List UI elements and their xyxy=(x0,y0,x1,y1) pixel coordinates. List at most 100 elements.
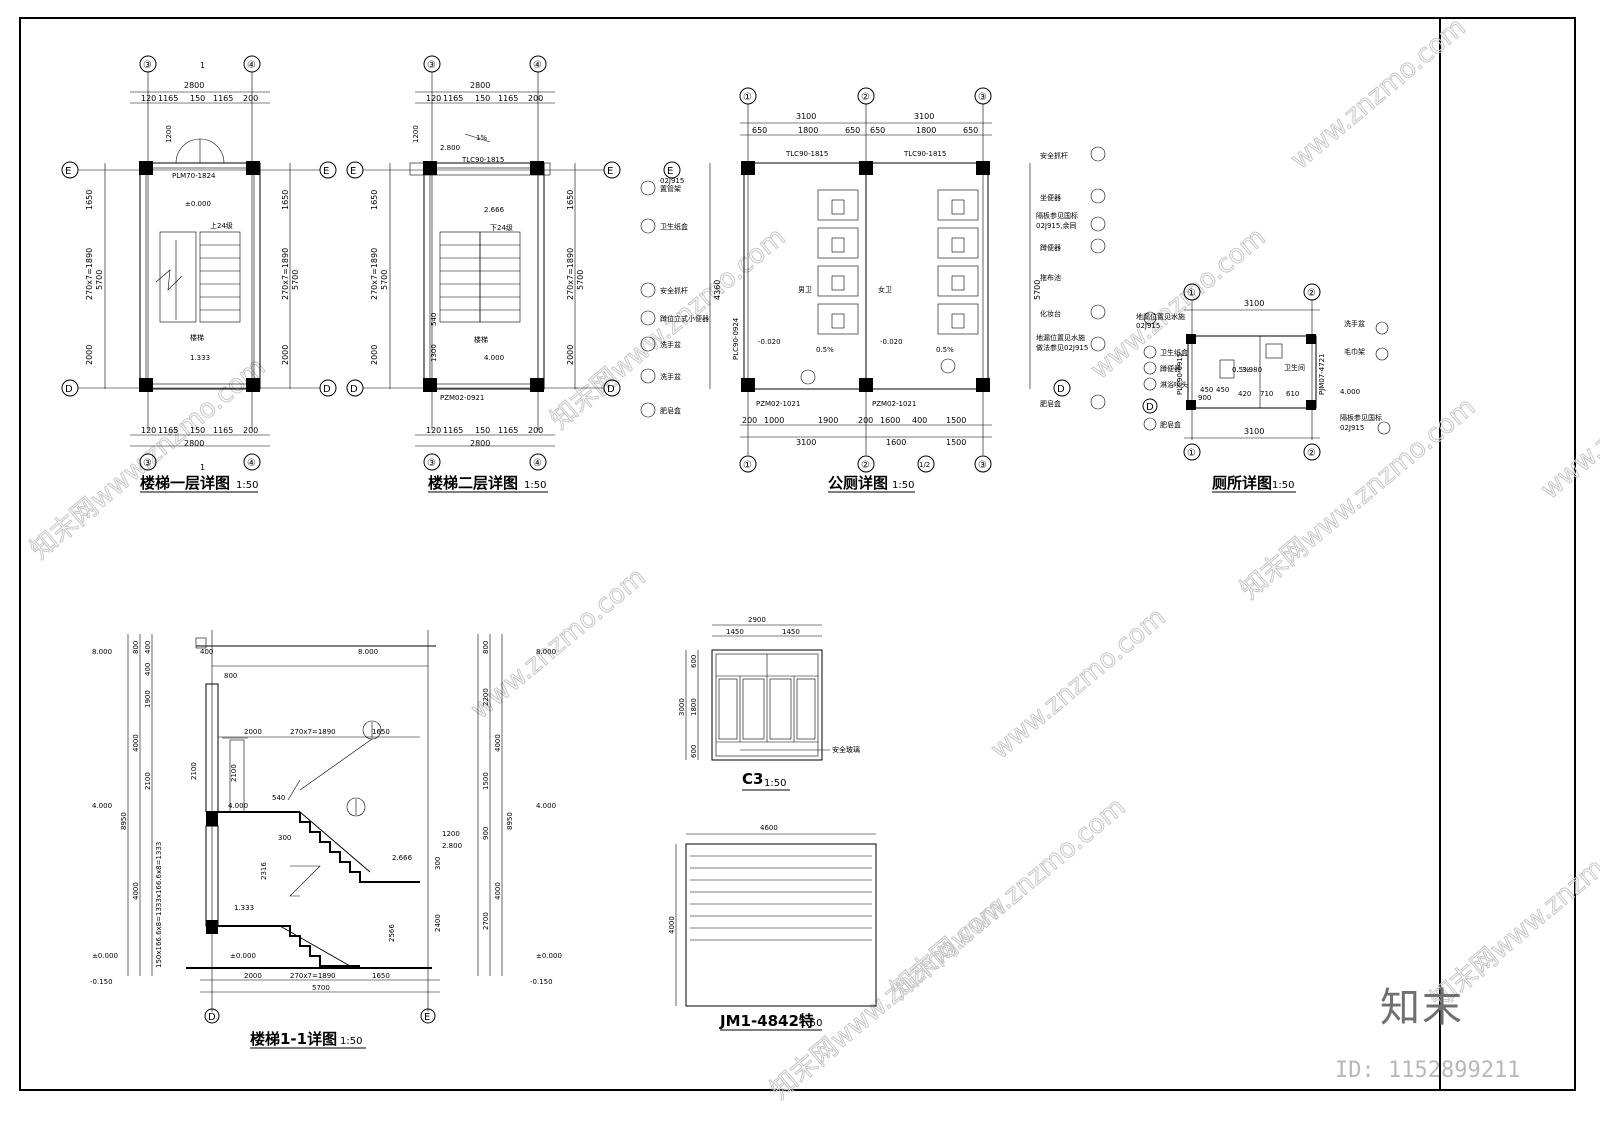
svg-text:±0.000: ±0.000 xyxy=(92,952,118,960)
svg-text:E: E xyxy=(65,166,71,177)
svg-text:4000: 4000 xyxy=(132,882,140,900)
svg-text:②: ② xyxy=(861,92,870,103)
svg-text:安全抓杆: 安全抓杆 xyxy=(1040,151,1068,160)
svg-text:200: 200 xyxy=(742,416,757,425)
svg-text:①: ① xyxy=(1187,448,1196,459)
svg-text:2100: 2100 xyxy=(190,762,198,780)
svg-text:蹲便器: 蹲便器 xyxy=(1040,243,1061,252)
stair1-door: PLM70-1824 xyxy=(172,172,216,180)
svg-text:做法参见02J915: 做法参见02J915 xyxy=(1036,343,1088,352)
svg-text:4360: 4360 xyxy=(713,280,722,300)
svg-text:120: 120 xyxy=(141,426,156,435)
stair-section-title: 楼梯1-1详图 xyxy=(250,1030,337,1048)
svg-text:1.333: 1.333 xyxy=(234,904,254,912)
svg-text:1165: 1165 xyxy=(498,94,518,103)
svg-text:E: E xyxy=(424,1012,430,1023)
svg-text:400: 400 xyxy=(144,663,152,676)
svg-text:300: 300 xyxy=(278,834,291,842)
svg-text:2000: 2000 xyxy=(566,345,575,365)
svg-text:270x7=1890: 270x7=1890 xyxy=(290,728,336,736)
watermark-text: www.znzmo.com xyxy=(985,602,1171,765)
svg-text:1650: 1650 xyxy=(372,728,390,736)
svg-text:D: D xyxy=(607,384,615,395)
door-jm1: 4600 4000 JM1-4842特 1:50 xyxy=(668,824,877,1031)
svg-text:450: 450 xyxy=(1200,386,1213,394)
stair1-landing: 1.333 xyxy=(190,354,210,362)
svg-text:蹲便器: 蹲便器 xyxy=(1160,364,1181,373)
svg-text:02J915: 02J915 xyxy=(1136,322,1160,330)
svg-text:4.000: 4.000 xyxy=(92,802,112,810)
svg-text:900: 900 xyxy=(1198,394,1211,402)
svg-text:E: E xyxy=(350,166,356,177)
svg-text:150: 150 xyxy=(475,94,490,103)
svg-text:800: 800 xyxy=(482,641,490,654)
svg-text:4.000: 4.000 xyxy=(1340,388,1360,396)
stair-plan-1-title: 楼梯一层详图 xyxy=(140,474,230,492)
svg-text:0.5%: 0.5% xyxy=(936,346,954,354)
svg-text:1500: 1500 xyxy=(946,416,966,425)
svg-text:420: 420 xyxy=(1238,390,1251,398)
svg-text:③: ③ xyxy=(978,92,987,103)
svg-text:蹲位立式小便器: 蹲位立式小便器 xyxy=(660,314,709,323)
watermark-layer: 知末网www.znzmo.comwww.znzmo.com知末网www.znzm… xyxy=(25,12,1600,1106)
svg-text:4600: 4600 xyxy=(760,824,778,832)
svg-text:800: 800 xyxy=(224,672,237,680)
svg-text:2900: 2900 xyxy=(748,616,766,624)
svg-text:隔板参见国标: 隔板参见国标 xyxy=(1340,413,1382,422)
svg-text:02J915,余同: 02J915,余同 xyxy=(1036,221,1077,230)
svg-text:270x7=1890: 270x7=1890 xyxy=(566,248,575,300)
svg-text:2100: 2100 xyxy=(230,764,238,782)
svg-text:1900: 1900 xyxy=(144,690,152,708)
svg-text:2000: 2000 xyxy=(370,345,379,365)
stair-plan-1: ③ ④ 2800 120 1165 150 1165 200 1 1200 PL… xyxy=(61,55,337,493)
svg-text:3100: 3100 xyxy=(914,112,934,121)
svg-text:3100: 3100 xyxy=(1244,299,1264,308)
svg-text:710: 710 xyxy=(1260,390,1273,398)
svg-text:④: ④ xyxy=(533,60,542,71)
svg-text:3000: 3000 xyxy=(678,698,686,716)
svg-text:PLC90-0915: PLC90-0915 xyxy=(1176,353,1184,395)
svg-text:1800: 1800 xyxy=(798,126,818,135)
svg-text:650: 650 xyxy=(752,126,767,135)
svg-text:D: D xyxy=(1057,384,1065,395)
svg-text:④: ④ xyxy=(247,458,256,469)
svg-text:D: D xyxy=(208,1012,216,1023)
image-id: ID: 1152899211 xyxy=(1335,1058,1521,1083)
svg-text:1/2: 1/2 xyxy=(919,461,930,469)
svg-text:PJM07-4721: PJM07-4721 xyxy=(1318,353,1326,395)
svg-text:1165: 1165 xyxy=(498,426,518,435)
stair1-top-total: 2800 xyxy=(184,81,204,90)
svg-text:1650: 1650 xyxy=(370,190,379,210)
svg-text:D: D xyxy=(1146,402,1154,413)
svg-text:1500: 1500 xyxy=(482,772,490,790)
svg-text:洗手盆: 洗手盆 xyxy=(1344,319,1365,328)
toilet-scale: 1:50 xyxy=(1272,480,1294,491)
svg-text:02J915: 02J915 xyxy=(660,177,684,185)
svg-text:①: ① xyxy=(1187,288,1196,299)
svg-text:8.000: 8.000 xyxy=(358,648,378,656)
svg-text:2400: 2400 xyxy=(434,914,442,932)
stair-plan-2-scale: 1:50 xyxy=(524,480,546,491)
toilet-plan: ① ② 3100 卫生间 3.980 0.5% 450 450 420 710 … xyxy=(1136,283,1391,493)
svg-text:270x7=1890: 270x7=1890 xyxy=(370,248,379,300)
svg-text:200: 200 xyxy=(528,94,543,103)
svg-text:120: 120 xyxy=(141,94,156,103)
svg-text:1165: 1165 xyxy=(158,426,178,435)
stair2-window: TLC90-1815 xyxy=(461,156,504,164)
svg-text:3100: 3100 xyxy=(796,438,816,447)
svg-text:3.980: 3.980 xyxy=(1242,366,1262,374)
svg-text:5700: 5700 xyxy=(1033,280,1042,300)
svg-text:4.000: 4.000 xyxy=(228,802,248,810)
brand-logo-text: 知末 xyxy=(1380,985,1464,1031)
watermark-text: 知末网www.znzmo.com xyxy=(545,222,791,435)
svg-text:540: 540 xyxy=(430,313,438,326)
svg-text:4.000: 4.000 xyxy=(536,802,556,810)
svg-text:450: 450 xyxy=(1216,386,1229,394)
svg-text:610: 610 xyxy=(1286,390,1299,398)
svg-text:3100: 3100 xyxy=(796,112,816,121)
svg-text:270x7=1890: 270x7=1890 xyxy=(85,248,94,300)
svg-text:2000: 2000 xyxy=(85,345,94,365)
svg-text:①: ① xyxy=(743,92,752,103)
svg-text:1600: 1600 xyxy=(880,416,900,425)
stair1-room: 楼梯 xyxy=(190,333,204,342)
